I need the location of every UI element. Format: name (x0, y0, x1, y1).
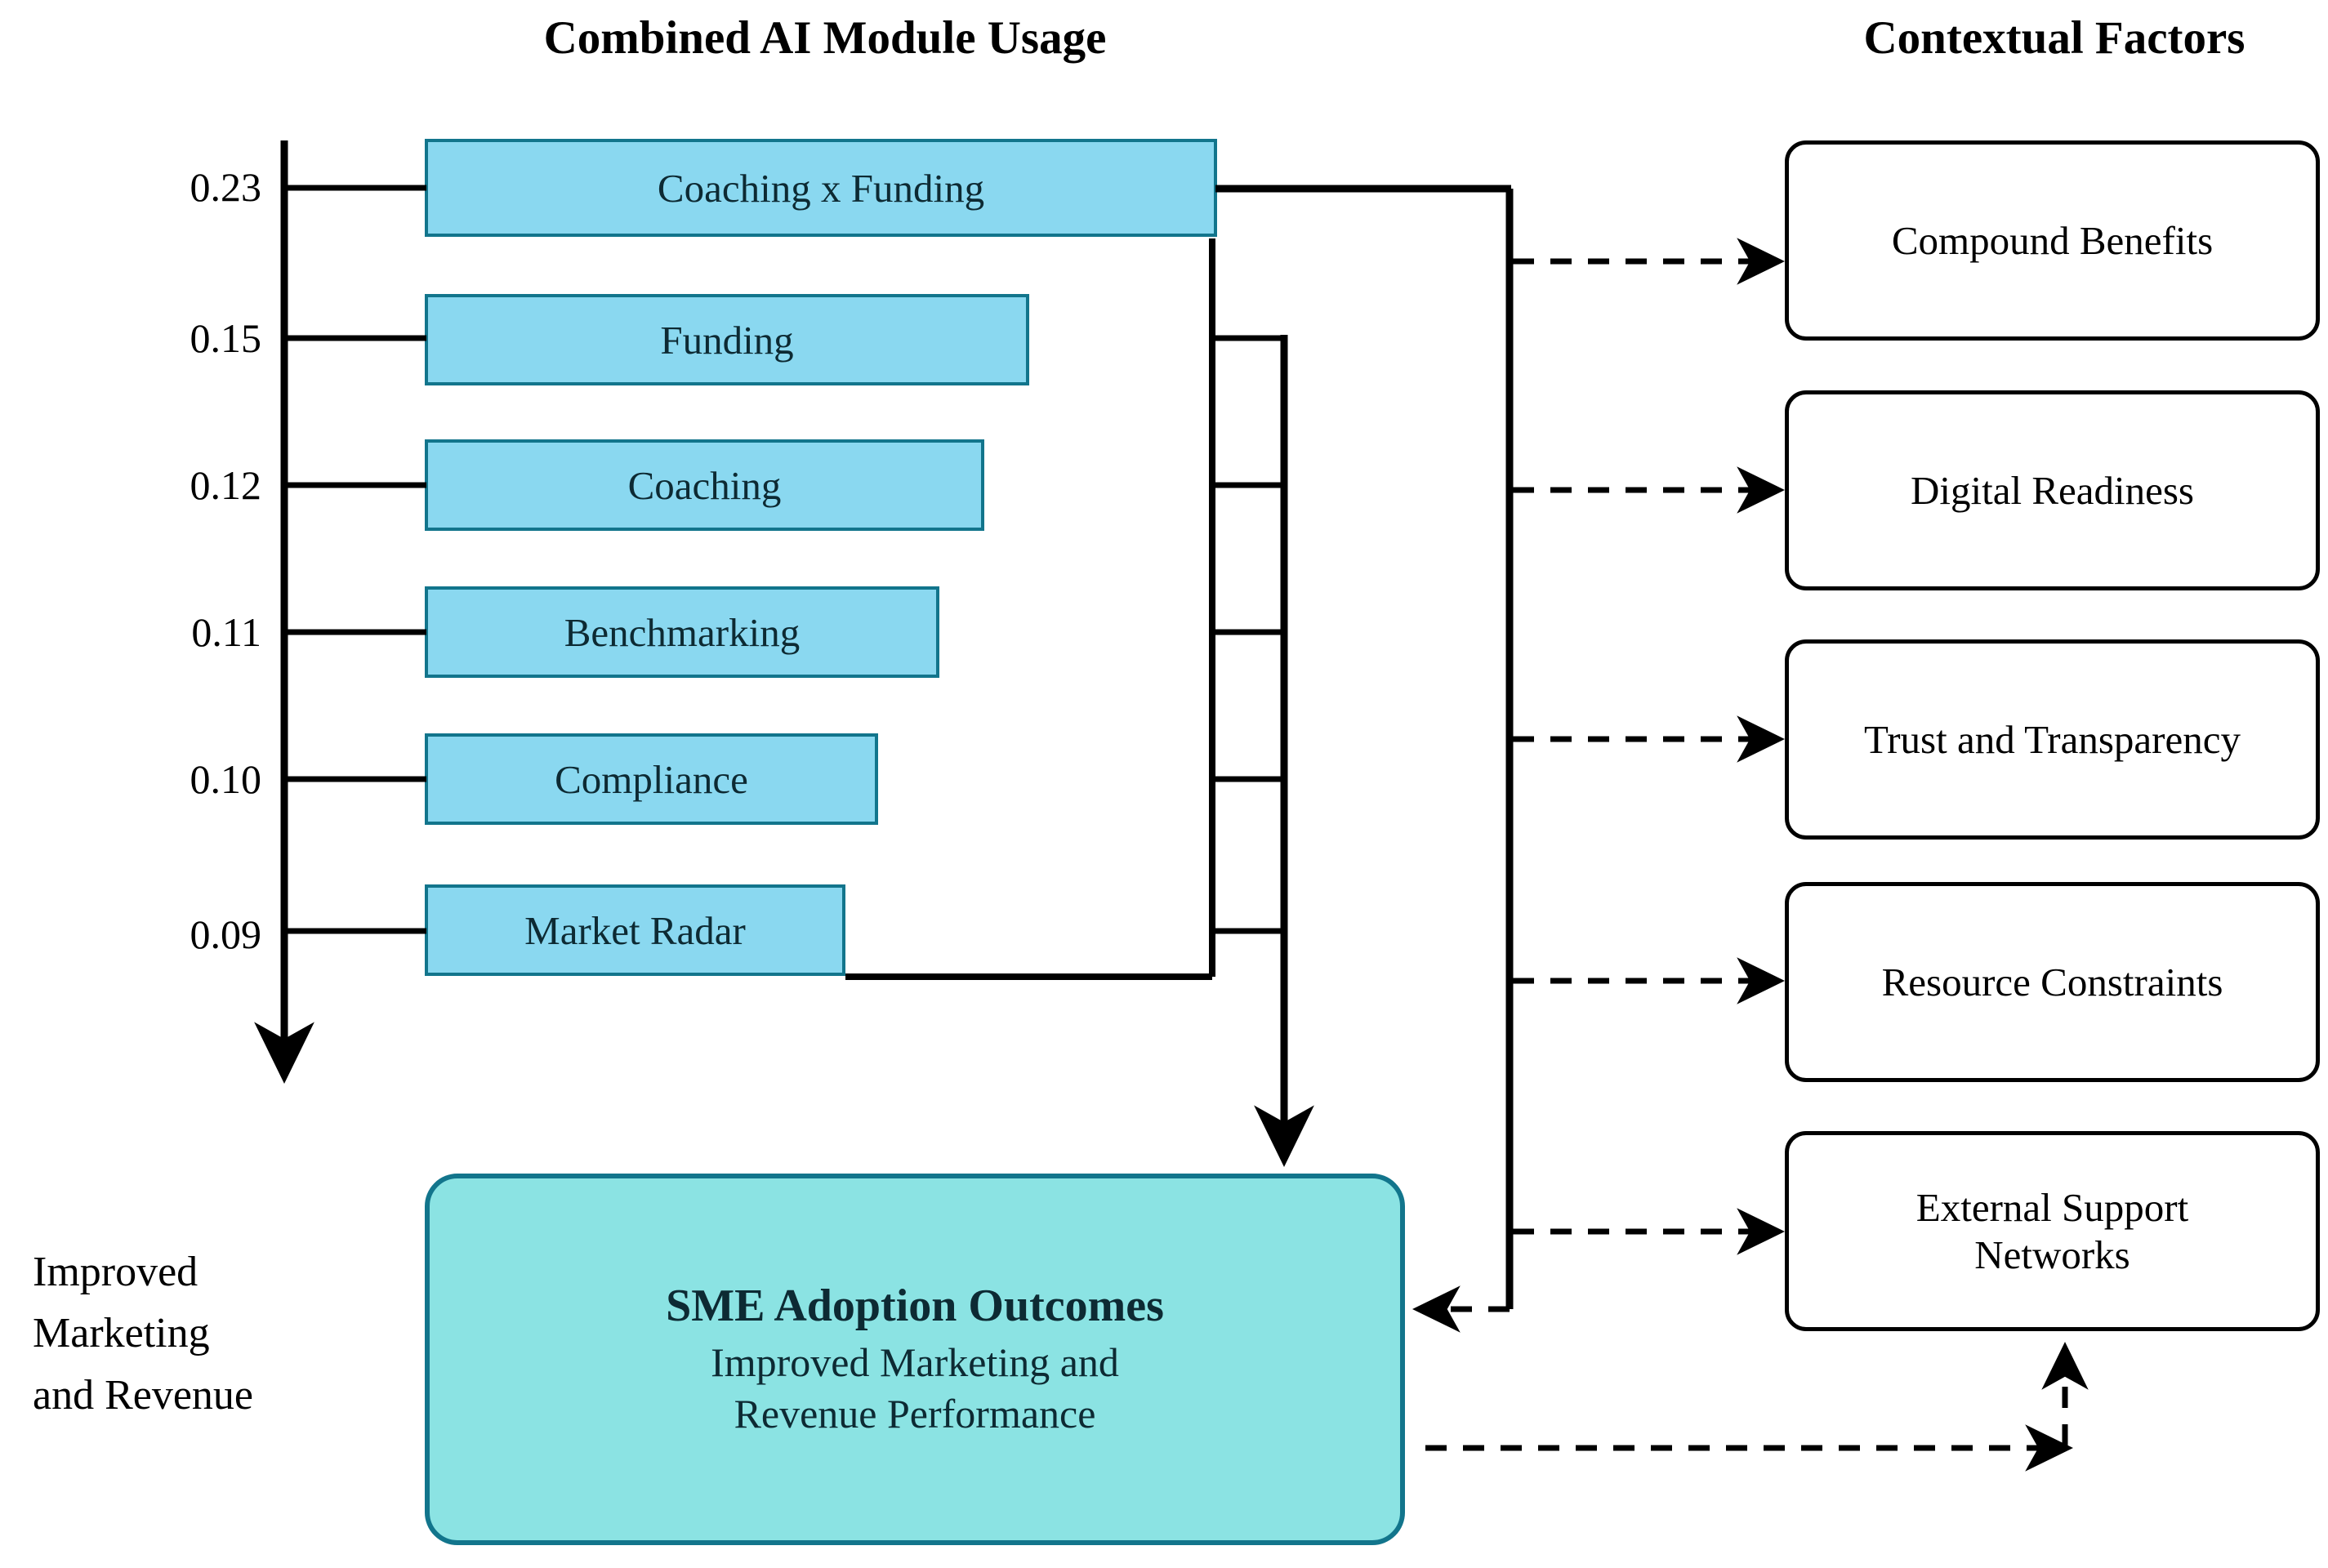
ctx-box-resource-constraints[interactable]: Resource Constraints (1785, 882, 2320, 1082)
ctx-box-label: Trust and Transparency (1864, 716, 2241, 762)
axis-tick-label-5: 0.09 (190, 911, 262, 957)
axis-tick-label-4: 0.10 (190, 756, 262, 802)
plot-right-tick-stubs (1212, 335, 1287, 934)
bar-coaching[interactable]: Coaching (425, 439, 984, 531)
caption-line-3: and Revenue (33, 1371, 254, 1419)
axis-tick-label-2: 0.12 (190, 462, 262, 508)
dashed-feedback-external-support-to-outcome (1425, 1342, 2089, 1472)
left-column-title: Combined AI Module Usage (543, 12, 1107, 64)
bar-label: Market Radar (524, 907, 746, 953)
caption-line-2: Marketing (33, 1310, 210, 1357)
bar-label: Coaching x Funding (657, 165, 985, 211)
ctx-box-label: External Support Networks (1915, 1184, 2189, 1277)
axis-tick-label-1: 0.15 (190, 315, 262, 361)
bar-coaching-x-funding[interactable]: Coaching x Funding (425, 139, 1217, 237)
right-column-title: Contextual Factors (1863, 12, 2245, 64)
ctx-box-trust-and-transparency[interactable]: Trust and Transparency (1785, 639, 2320, 840)
sme-adoption-outcomes-box[interactable]: SME Adoption Outcomes Improved Marketing… (425, 1174, 1405, 1545)
bar-compliance[interactable]: Compliance (425, 733, 878, 825)
dashed-arrows-to-contextual-factors (1513, 238, 1785, 1255)
bar-label: Coaching (627, 462, 782, 508)
bar-benchmarking[interactable]: Benchmarking (425, 586, 939, 678)
bar-label: Benchmarking (564, 609, 801, 655)
bar-market-radar[interactable]: Market Radar (425, 884, 845, 976)
improved-marketing-revenue-caption: Improved Marketing and Revenue (33, 1241, 376, 1426)
bar-label: Funding (660, 317, 794, 363)
axis-tick-label-0: 0.23 (190, 164, 262, 210)
bar-label: Compliance (555, 756, 748, 802)
ctx-box-label: Compound Benefits (1891, 217, 2214, 263)
outcome-title: SME Adoption Outcomes (666, 1281, 1164, 1331)
ctx-box-label: Digital Readiness (1910, 467, 2195, 513)
bar-funding[interactable]: Funding (425, 294, 1029, 385)
caption-line-1: Improved (33, 1249, 198, 1295)
ctx-box-label: Resource Constraints (1881, 959, 2223, 1004)
outcome-subtitle-line1: Improved Marketing and (711, 1339, 1119, 1385)
axis-tick-connectors (284, 185, 426, 934)
outcome-subtitle-line2: Revenue Performance (734, 1390, 1096, 1437)
axis-tick-label-3: 0.11 (191, 609, 261, 655)
ctx-box-compound-benefits[interactable]: Compound Benefits (1785, 140, 2320, 341)
ctx-box-digital-readiness[interactable]: Digital Readiness (1785, 390, 2320, 590)
ctx-box-external-support-networks[interactable]: External Support Networks (1785, 1131, 2320, 1331)
